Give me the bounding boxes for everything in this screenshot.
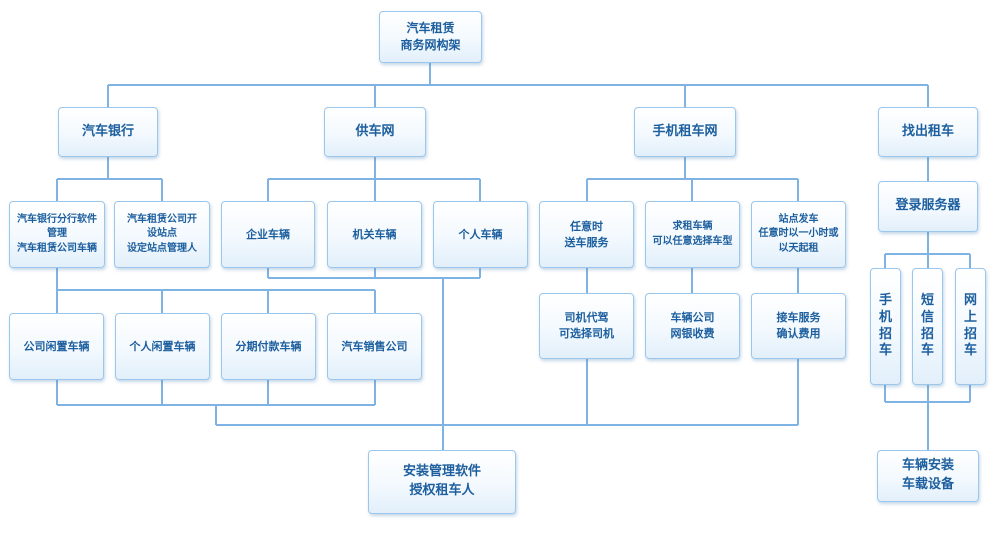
node-text: 招 (920, 326, 934, 342)
branch-car-bank-label: 汽车银行 (81, 123, 134, 139)
node-anytime-delivery: 任意时 送车服务 (539, 201, 634, 268)
node-personal-vehicles: 个人车辆 (433, 201, 528, 268)
node-text: 任意时以一小时或 (758, 228, 839, 240)
node-text: 分期付款车辆 (235, 339, 302, 353)
node-bank-branch-software: 汽车银行分行软件 管理 汽车租赁公司车辆 (9, 201, 105, 268)
root-node: 汽车租赁 商务网构架 (379, 11, 482, 63)
node-personal-idle: 个人闲置车辆 (115, 313, 210, 380)
node-text: 汽车租赁公司车辆 (17, 242, 97, 254)
node-text: 设定站点管理人 (127, 242, 197, 254)
node-pickup-service: 接车服务 确认费用 (751, 293, 846, 359)
root-title-line1: 汽车租赁 (406, 20, 455, 35)
node-text: 手 (878, 292, 892, 308)
node-phone-hail: 手 机 招 车 (870, 268, 901, 385)
node-text: 个人车辆 (458, 227, 503, 241)
node-text: 车辆安装 (901, 458, 954, 474)
node-text: 车 (963, 343, 977, 359)
branch-mobile-rental: 手机租车网 (634, 107, 736, 157)
node-text: 汽车银行分行软件 (17, 213, 97, 225)
node-text: 确认费用 (776, 327, 821, 340)
node-text: 网 (963, 292, 977, 308)
node-text: 招 (963, 326, 977, 342)
root-title-line2: 商务网构架 (400, 38, 461, 52)
node-agency-vehicles: 机关车辆 (327, 201, 422, 268)
node-text: 机关车辆 (352, 227, 397, 241)
node-text: 车 (920, 343, 934, 359)
node-text: 短 (920, 292, 934, 308)
node-text: 管理 (47, 228, 67, 240)
node-installment: 分期付款车辆 (221, 313, 316, 380)
node-vehicle-device: 车辆安装 车载设备 (877, 450, 979, 502)
node-text: 汽车销售公司 (341, 339, 408, 353)
node-install-software: 安装管理软件 授权租车人 (368, 450, 516, 514)
branch-mobile-rental-label: 手机租车网 (652, 123, 718, 139)
node-text: 站点发车 (778, 213, 819, 225)
node-text: 接车服务 (776, 311, 821, 325)
node-text: 设站点 (147, 228, 177, 240)
node-rental-station: 汽车租赁公司开 设站点 设定站点管理人 (114, 201, 210, 268)
node-text: 车 (878, 343, 892, 359)
node-text: 可选择司机 (559, 327, 614, 340)
branch-supply-network: 供车网 (324, 107, 426, 157)
node-enterprise-vehicles: 企业车辆 (221, 201, 315, 268)
node-text: 任意时 (570, 219, 603, 233)
branch-supply-network-label: 供车网 (355, 123, 395, 139)
node-text: 网银收费 (670, 327, 715, 340)
node-request-vehicle: 求租车辆 可以任意选择车型 (645, 201, 740, 268)
node-login-server: 登录服务器 (878, 181, 978, 232)
node-text: 司机代驾 (564, 311, 609, 325)
branch-car-bank: 汽车银行 (58, 107, 158, 157)
node-text: 授权租车人 (409, 483, 475, 498)
node-text: 求租车辆 (672, 221, 713, 232)
node-text: 企业车辆 (246, 227, 290, 241)
node-text: 安装管理软件 (402, 464, 481, 480)
node-text: 机 (878, 309, 892, 325)
node-sms-hail: 短 信 招 车 (912, 268, 943, 385)
node-text: 登录服务器 (895, 198, 961, 214)
node-station-dispatch: 站点发车 任意时以一小时或 以天起租 (751, 201, 846, 268)
node-company-billing: 车辆公司 网银收费 (645, 293, 740, 359)
branch-find-taxi: 找出租车 (878, 107, 978, 157)
node-text: 个人闲置车辆 (129, 339, 196, 353)
node-text: 信 (920, 309, 934, 325)
node-web-hail: 网 上 招 车 (955, 268, 986, 385)
node-text: 车辆公司 (670, 311, 715, 325)
node-text: 送车服务 (564, 235, 609, 249)
node-text: 公司闲置车辆 (23, 339, 90, 353)
node-text: 可以任意选择车型 (652, 235, 733, 247)
node-text: 招 (878, 326, 892, 342)
node-text: 车载设备 (901, 477, 954, 492)
node-text: 以天起租 (778, 242, 819, 254)
node-car-dealer: 汽车销售公司 (327, 313, 422, 380)
node-driver-service: 司机代驾 可选择司机 (539, 293, 634, 359)
node-company-idle: 公司闲置车辆 (9, 313, 104, 380)
branch-find-taxi-label: 找出租车 (901, 123, 954, 139)
node-text: 上 (963, 309, 977, 325)
node-text: 汽车租赁公司开 (127, 213, 197, 225)
